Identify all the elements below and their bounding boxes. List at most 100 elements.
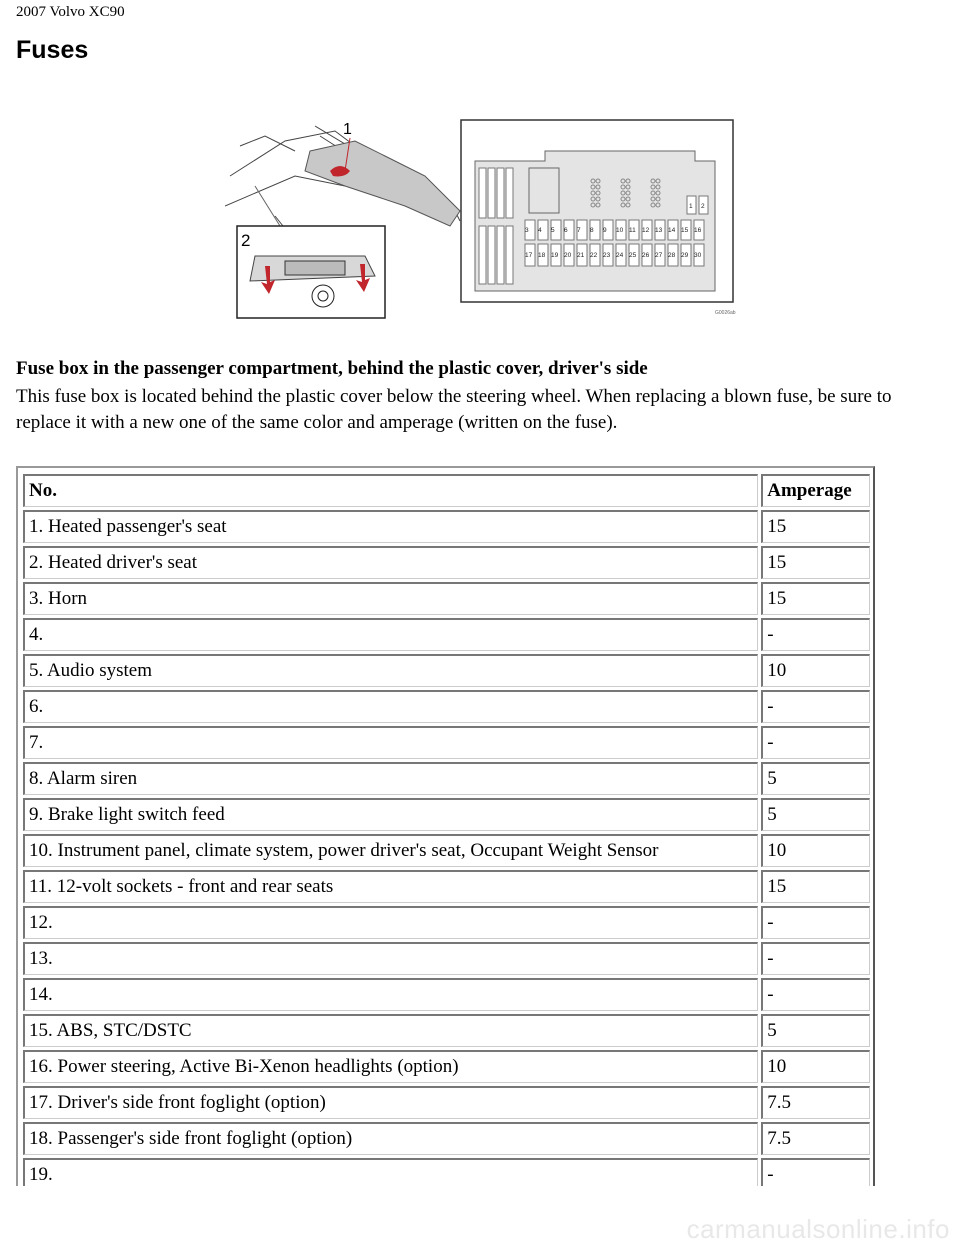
contact-dot [620,196,626,202]
fuse-slot [686,195,697,215]
contact-dot [655,178,661,184]
contact-dot [595,184,601,190]
table-row: 12.- [23,906,870,939]
table-row: 11. 12-volt sockets - front and rear sea… [23,870,870,903]
fuse-number-label: 14 [668,227,676,234]
body-paragraph: This fuse box is located behind the plas… [16,386,892,433]
page-title: Fuses [16,36,89,64]
fuse-description-cell: 2. Heated driver's seat [23,546,759,579]
contact-dot [650,178,656,184]
fuse-number-label: 12 [642,227,650,234]
callout-1: 1 [343,121,352,138]
fuse-number-label: 25 [629,252,637,259]
screw-icon [311,284,335,308]
arrow-down-right-icon [356,264,370,292]
fuse-number-label: 4 [538,227,542,234]
contact-dot [650,184,656,190]
fuse-slot [615,219,627,241]
fuse-amperage-cell: - [761,618,870,651]
fuse-slot [698,195,709,215]
fuse-number-label: 29 [681,252,689,259]
contact-dot [590,178,596,184]
fuse-description-cell: 17. Driver's side front foglight (option… [23,1086,759,1119]
fuse-number-label: 9 [603,227,607,234]
fuse-slot [602,243,614,267]
fuse-description-cell: 7. [23,726,759,759]
fuse-slot [576,219,588,241]
fuse-slot [505,167,514,219]
fuse-number-label: 19 [551,252,559,259]
fuse-description-cell: 18. Passenger's side front foglight (opt… [23,1122,759,1155]
fuse-slot [550,243,562,267]
fuse-amperage-cell: 15 [761,582,870,615]
contact-dot [655,202,661,208]
fuse-number-label: 17 [525,252,533,259]
footer: carmanualsonline.info [0,1212,960,1244]
fuse-slot [505,225,514,285]
fuse-description-cell: 1. Heated passenger's seat [23,510,759,543]
fuse-amperage-cell: - [761,906,870,939]
fuse-amperage-cell: 10 [761,654,870,687]
fuse-description-cell: 15. ABS, STC/DSTC [23,1014,759,1047]
fuse-slot [589,219,601,241]
fuse-number-label: 21 [577,252,585,259]
fuse-number-label: 16 [694,227,702,234]
contact-dot [655,196,661,202]
fuse-number-label: 3 [525,227,529,234]
contact-dot [625,202,631,208]
table-row: 13.- [23,942,870,975]
contact-dot [590,184,596,190]
table-row: 16. Power steering, Active Bi-Xenon head… [23,1050,870,1083]
fuse-number-label: 10 [616,227,624,234]
fuse-amperage-cell: 10 [761,834,870,867]
table-header-row: No. Amperage [23,474,870,507]
fuse-number-label: 23 [603,252,611,259]
contact-dot [590,190,596,196]
fuse-slot [487,225,496,285]
contact-dot [620,184,626,190]
relay-slot [528,167,560,214]
plastic-cover [304,140,461,227]
fuse-slot [563,219,575,241]
fuse-description-cell: 4. [23,618,759,651]
fuse-number-label: 26 [642,252,650,259]
fuse-amperage-cell: 7.5 [761,1086,870,1119]
contact-dot [650,196,656,202]
fuse-description-cell: 14. [23,978,759,1011]
fuse-amperage-cell: 5 [761,798,870,831]
fuse-number-label: 27 [655,252,663,259]
fuse-slot [524,243,536,267]
fuse-number-label: 6 [564,227,568,234]
fuse-slot [537,243,549,267]
contact-dot [595,202,601,208]
table-row: 7.- [23,726,870,759]
fuse-amperage-cell: 15 [761,510,870,543]
fuse-slot [563,243,575,267]
fuse-slot [478,167,487,219]
contact-dot [625,184,631,190]
callout-2: 2 [241,231,250,250]
fuse-number-label: 5 [551,227,555,234]
table-row: 6.- [23,690,870,723]
fuse-number-label: 30 [694,252,702,259]
fuse-description-cell: 6. [23,690,759,723]
fuse-slot [478,225,487,285]
fuse-number-label: 20 [564,252,572,259]
fuse-slot [576,243,588,267]
fuse-slot [654,243,666,267]
contact-dot [650,190,656,196]
fuse-amperage-cell: 10 [761,1050,870,1083]
fuse-slot [667,243,679,267]
fuse-amperage-cell: - [761,690,870,723]
table-row: 19.- [23,1158,870,1186]
watermark: carmanualsonline.info [686,1214,950,1244]
arrow-down-left-icon [261,266,275,294]
contact-dot [655,184,661,190]
contact-dot [595,196,601,202]
